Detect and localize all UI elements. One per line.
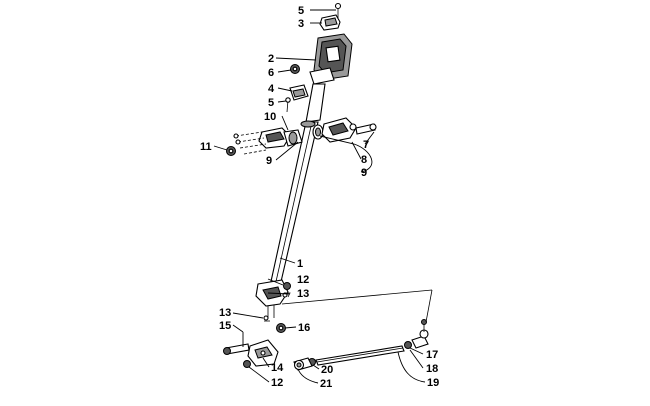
tie-rod-end-part-17 bbox=[411, 319, 429, 349]
callout-17: 17 bbox=[426, 349, 438, 361]
top-bolt-part bbox=[334, 2, 342, 18]
jam-nut-part-18 bbox=[404, 341, 412, 349]
nut-part-6 bbox=[290, 64, 300, 74]
leader-lines bbox=[213, 9, 426, 384]
bearing-block-left-part bbox=[258, 127, 303, 149]
nut-part-12-upper bbox=[283, 282, 291, 290]
cotter-pin-part-13-lower bbox=[263, 315, 270, 322]
callout-16: 16 bbox=[298, 322, 310, 334]
callout-5-lower: 5 bbox=[268, 97, 274, 109]
callout-3: 3 bbox=[298, 18, 304, 30]
bolt-part-15 bbox=[223, 343, 250, 355]
callout-1: 1 bbox=[297, 258, 303, 270]
callout-21: 21 bbox=[320, 378, 332, 390]
nut-part-12-lower bbox=[243, 360, 251, 368]
callout-labels: 5 3 2 6 4 5 10 9 9 8 7 11 1 12 13 13 15 … bbox=[200, 5, 439, 390]
callout-9-right: 9 bbox=[361, 167, 367, 179]
bearing-block-right-part bbox=[321, 117, 357, 143]
clamp-part-4 bbox=[289, 84, 309, 101]
steering-post-part bbox=[269, 83, 326, 287]
callout-9-left: 9 bbox=[266, 155, 272, 167]
callout-2: 2 bbox=[268, 53, 274, 65]
top-cap-part bbox=[319, 14, 341, 31]
callout-12-lower: 12 bbox=[271, 377, 283, 389]
callout-6: 6 bbox=[268, 67, 274, 79]
nut-part-16 bbox=[276, 323, 286, 333]
callout-14: 14 bbox=[271, 362, 284, 374]
callout-12-upper: 12 bbox=[297, 274, 309, 286]
tie-rod-part-19 bbox=[315, 345, 405, 366]
callout-19: 19 bbox=[427, 377, 439, 389]
assembly-reference-lines bbox=[281, 289, 433, 323]
callout-10: 10 bbox=[264, 111, 276, 123]
bushing-part-9-right bbox=[312, 124, 324, 140]
callout-20: 20 bbox=[321, 364, 333, 376]
tie-rod-end-part-21 bbox=[293, 357, 313, 371]
handlebar-block-part bbox=[309, 33, 353, 85]
bolt-part-7 bbox=[355, 123, 377, 135]
callout-11: 11 bbox=[200, 141, 212, 153]
callout-7: 7 bbox=[363, 139, 369, 151]
callout-18: 18 bbox=[426, 363, 438, 375]
bolts-left-dashed bbox=[233, 131, 267, 155]
lower-bracket-part-14 bbox=[247, 339, 279, 367]
callout-13-lower: 13 bbox=[219, 307, 231, 319]
nut-part-11 bbox=[226, 146, 236, 156]
callout-5-top: 5 bbox=[298, 5, 304, 17]
callout-8: 8 bbox=[361, 154, 367, 166]
callout-4: 4 bbox=[268, 83, 275, 95]
bolt-part-5-lower bbox=[285, 97, 291, 113]
callout-13-upper: 13 bbox=[297, 288, 309, 300]
callout-15: 15 bbox=[219, 320, 231, 332]
